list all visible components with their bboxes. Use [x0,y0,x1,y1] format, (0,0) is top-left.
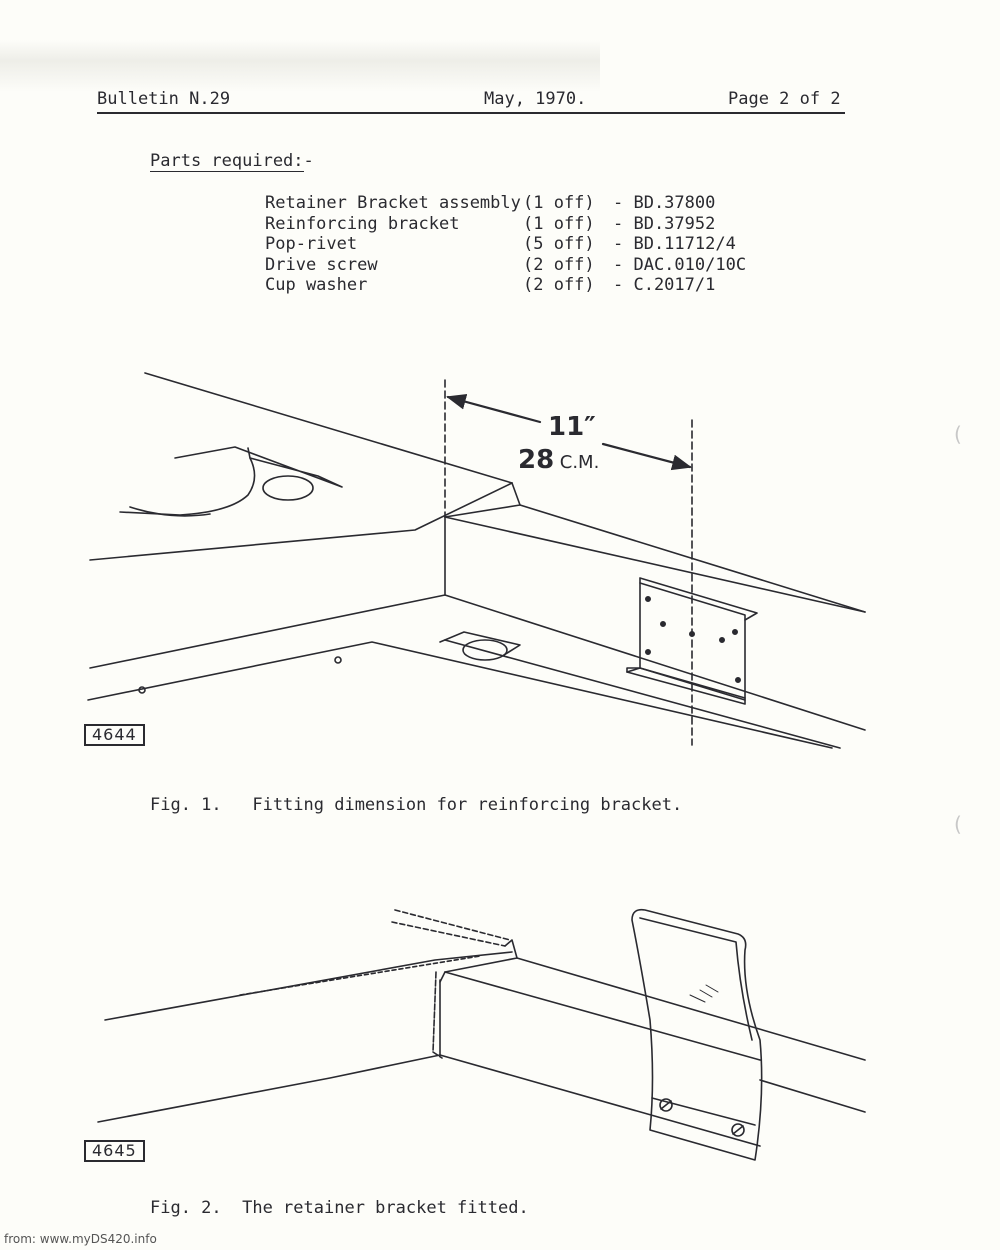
part-name: Cup washer [265,275,368,296]
parts-row: Reinforcing bracket (1 off) - BD.37952 [265,214,785,235]
dimension-inches: 11″ [548,412,596,442]
parts-row: Drive screw (2 off) - DAC.010/10C [265,255,785,276]
parts-heading-dash: - [303,151,314,171]
dimension-cm: 28 C.M. [518,445,599,475]
bulletin-number: Bulletin N.29 [97,89,231,109]
parts-heading-text: Parts required: [150,151,304,172]
parts-row: Retainer Bracket assembly (1 off) - BD.3… [265,193,785,214]
top-surface-edge [144,372,513,484]
binding-hole-mark: ( [954,422,962,446]
part-qty: (5 off) [523,234,595,255]
bulletin-date: May, 1970. [484,89,587,109]
parts-row: Cup washer (2 off) - C.2017/1 [265,275,785,296]
page-header: Bulletin N.29 May, 1970. Page 2 of 2 [97,88,845,114]
page-number: Page 2 of 2 [728,89,841,109]
part-number: - C.2017/1 [613,275,716,296]
top-front-edge [89,482,513,561]
sill-top-edge [444,516,866,613]
sill-bottom-edge [444,594,866,731]
dimension-cm-value: 28 [518,445,555,475]
part-qty: (2 off) [523,275,595,296]
parts-row: Pop-rivet (5 off) - BD.11712/4 [265,234,785,255]
binding-hole-mark: ( [954,812,962,836]
part-number: - DAC.010/10C [613,254,747,275]
dimension-arrow-left [446,394,542,424]
retainer-bracket [631,908,763,1161]
part-name: Drive screw [265,254,378,275]
part-number: - BD.37952 [613,213,716,234]
part-number: - BD.11712/4 [613,234,736,255]
figure-1-caption: Fig. 1. Fitting dimension for reinforcin… [150,795,683,815]
part-qty: (1 off) [523,193,595,213]
dimension-cm-unit: C.M. [559,452,600,473]
dimension-arrow-right [601,442,692,471]
figure-1-number: 4644 [84,724,145,746]
part-name: Pop-rivet [265,234,358,255]
part-name: Reinforcing bracket [265,213,460,234]
parts-list: Retainer Bracket assembly (1 off) - BD.3… [265,193,785,296]
figure-2-number: 4645 [84,1140,145,1162]
scan-shadow [0,40,600,92]
figure-2-caption: Fig. 2. The retainer bracket fitted. [150,1198,529,1218]
part-name: Retainer Bracket assembly [265,193,521,213]
figure-2-drawing [97,908,866,1161]
source-footer: from: www.myDS420.info [4,1232,157,1246]
part-qty: (1 off) [523,213,595,234]
parts-heading: Parts required:- [150,150,314,172]
part-qty: (2 off) [523,254,595,275]
part-number: - BD.37800 [613,193,716,213]
rivet-hole [262,475,314,501]
